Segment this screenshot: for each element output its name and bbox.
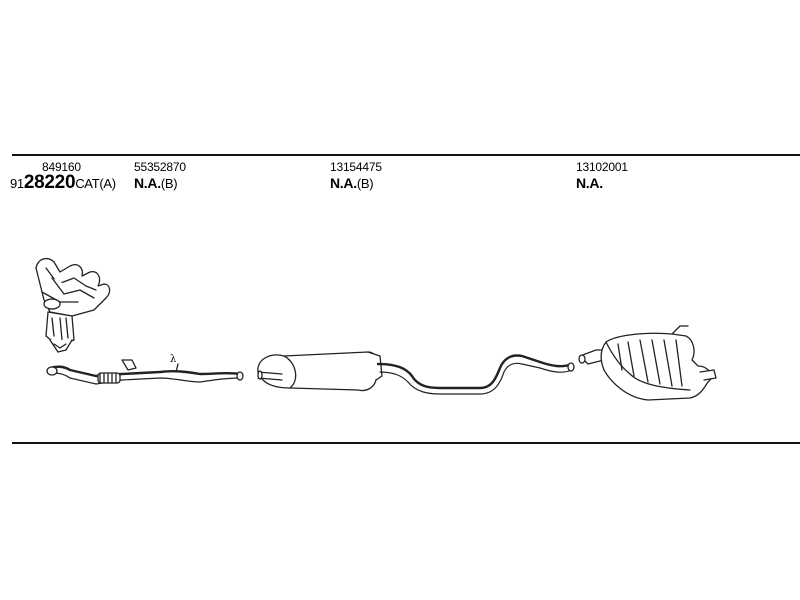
part-code: N.A.(B) — [330, 175, 374, 191]
part-number: 13154475 — [330, 160, 382, 174]
part-code: 9128220CAT(A) — [10, 172, 116, 193]
middle-silencer-drawing — [257, 351, 575, 395]
part-code: N.A.(B) — [134, 175, 178, 191]
exhaust-manifold-catalyst-drawing — [35, 257, 111, 353]
part-number: 849160 — [42, 160, 81, 174]
lambda-sensor-symbol: λ — [170, 354, 177, 365]
part-label-rear-silencer: 13102001 N.A. — [576, 160, 628, 193]
part-label-front-pipe: 55352870 N.A.(B) — [134, 160, 186, 193]
part-number: 13102001 — [576, 160, 628, 174]
bottom-divider-line — [12, 442, 800, 444]
part-label-manifold: 849160 9128220CAT(A) — [10, 160, 116, 193]
top-divider-line — [12, 154, 800, 156]
part-label-middle-silencer: 13154475 N.A.(B) — [330, 160, 382, 193]
rear-silencer-drawing — [578, 325, 717, 401]
front-pipe-drawing: λ — [46, 354, 244, 385]
part-number: 55352870 — [134, 160, 186, 174]
part-code: N.A. — [576, 175, 603, 191]
